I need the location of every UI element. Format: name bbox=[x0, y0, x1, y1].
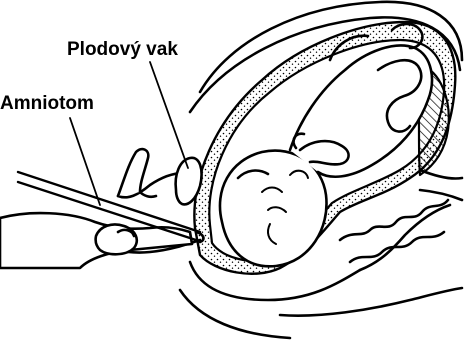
leader-line-amniotom bbox=[70, 118, 100, 205]
fetal-head bbox=[220, 151, 327, 267]
label-plodovy-vak: Plodový vak bbox=[67, 40, 178, 59]
label-amniotom: Amniotom bbox=[0, 94, 94, 113]
rectum-wall bbox=[340, 200, 448, 240]
leader-line-plodovy-vak bbox=[150, 62, 188, 168]
